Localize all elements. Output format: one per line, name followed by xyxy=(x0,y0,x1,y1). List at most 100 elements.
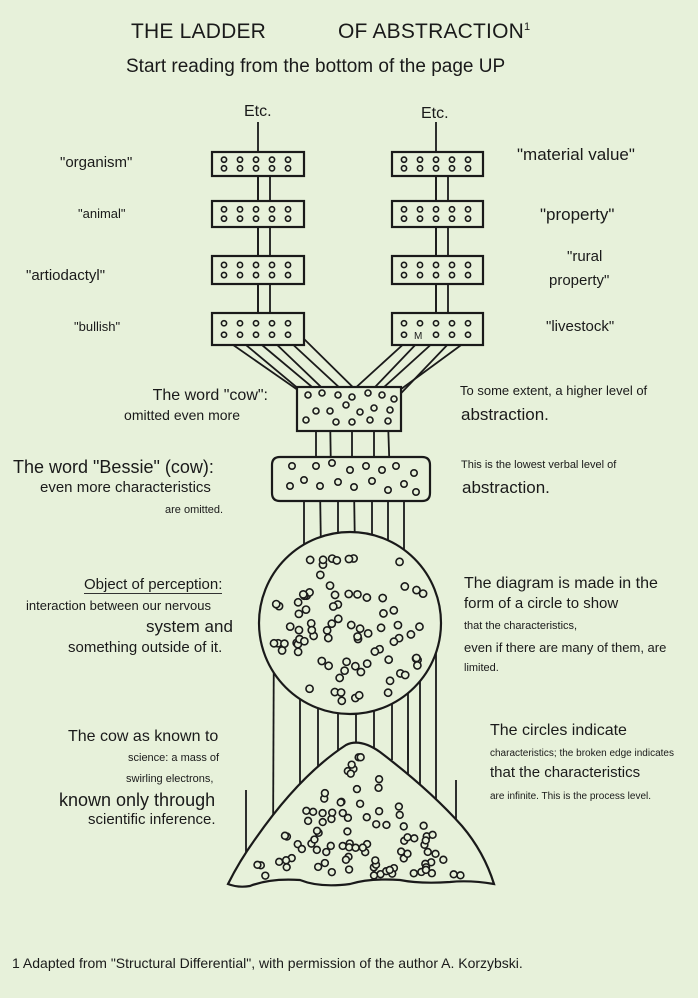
object-dot xyxy=(324,661,334,671)
object-dot xyxy=(330,590,340,600)
object-dot xyxy=(294,625,304,635)
object-dot xyxy=(305,684,314,694)
process-dot xyxy=(358,843,367,852)
rung-dot xyxy=(432,164,440,172)
object-dot xyxy=(285,622,295,632)
process-dot xyxy=(369,871,379,880)
object-dot xyxy=(350,661,360,671)
label-bullish: "bullish" xyxy=(74,319,121,334)
object-dot xyxy=(294,609,304,619)
rung-dot xyxy=(284,156,292,164)
process-dot xyxy=(303,816,313,826)
process-dot xyxy=(274,857,284,867)
process-dot xyxy=(356,753,365,762)
science-line2: science: a mass of xyxy=(128,752,220,764)
rung-dot xyxy=(464,271,472,279)
bessie-dot xyxy=(377,465,386,474)
object-dot xyxy=(412,585,421,595)
right-ladder-rung xyxy=(390,311,485,347)
right-etc-label: Etc. xyxy=(421,105,449,122)
rung-dot xyxy=(220,164,228,172)
process-dot xyxy=(281,856,291,865)
label-artiodactyl: "artiodactyl" xyxy=(26,267,106,284)
process-note-line1: The circles indicate xyxy=(490,722,627,739)
process-dot xyxy=(403,833,412,842)
bessie-dot xyxy=(391,461,400,470)
rung-dot xyxy=(236,271,244,279)
cow-dot xyxy=(378,391,386,399)
cow-dot xyxy=(384,417,392,425)
title-right-text: OF ABSTRACTION xyxy=(338,20,524,43)
object-dot xyxy=(340,666,350,676)
object-dot xyxy=(299,636,309,646)
rung-dot xyxy=(416,215,424,223)
process-dot xyxy=(343,813,353,823)
process-dot xyxy=(312,845,322,855)
bessie-dot xyxy=(367,476,376,485)
process-note-line2: characteristics; the broken edge indicat… xyxy=(490,748,674,759)
characteristic-dots xyxy=(220,156,472,880)
cow-note-line1: To some extent, a higher level of xyxy=(460,383,648,398)
rung-dot xyxy=(464,205,472,213)
object-dot xyxy=(412,661,422,670)
rung-dot xyxy=(236,319,244,327)
cow-dot xyxy=(332,418,340,426)
rung-dot xyxy=(252,319,260,327)
object-line3: system and xyxy=(146,617,233,636)
left-ladder-rung xyxy=(210,150,306,178)
process-dot xyxy=(261,871,270,880)
cow-dot xyxy=(318,389,326,397)
object-dot xyxy=(298,589,308,599)
rung-dot xyxy=(252,261,260,269)
rung-dot xyxy=(400,271,408,279)
object-dot xyxy=(356,667,366,677)
rung-dot xyxy=(252,271,260,279)
object-dot xyxy=(354,690,364,700)
object-dot xyxy=(353,589,362,599)
rung-dot xyxy=(432,156,440,164)
bessie-dot xyxy=(409,468,418,477)
rung-dot xyxy=(400,164,408,172)
object-line4: something outside of it. xyxy=(68,639,223,656)
footnote: 1 Adapted from "Structural Differential"… xyxy=(12,955,523,971)
object-note-line5: limited. xyxy=(464,662,499,674)
bessie-dot xyxy=(361,461,370,470)
rung-dot xyxy=(284,215,292,223)
process-dot xyxy=(394,802,404,811)
process-dot xyxy=(308,807,318,817)
rung-dot xyxy=(236,156,244,164)
cow-dot xyxy=(348,393,356,401)
rung-dot xyxy=(448,215,456,223)
process-dot xyxy=(409,869,418,878)
process-note-line3: that the characteristics xyxy=(490,764,641,781)
title-right: OF ABSTRACTION1 xyxy=(338,20,530,44)
left-ladder-rung xyxy=(210,199,306,229)
cow-dot xyxy=(370,404,378,412)
process-dot xyxy=(421,836,430,845)
rung-dot xyxy=(416,205,424,213)
object-dot xyxy=(400,582,410,591)
object-dot xyxy=(393,620,403,630)
process-dot xyxy=(341,855,351,864)
rung-dot xyxy=(432,205,440,213)
process-dot xyxy=(372,820,381,829)
bessie-dot xyxy=(383,485,392,494)
bessie-word-line2: even more characteristics xyxy=(40,479,211,496)
bessie-word-box xyxy=(270,455,432,503)
rung-dot xyxy=(416,319,424,327)
rung-dot xyxy=(236,331,244,339)
cow-dot xyxy=(312,407,320,415)
rung-dot xyxy=(400,215,408,223)
object-dot xyxy=(418,589,428,598)
label-property: "property" xyxy=(540,205,615,224)
rung-dot xyxy=(284,331,292,339)
rung-dot xyxy=(268,205,276,213)
object-line2: interaction between our nervous xyxy=(26,598,212,613)
object-dot xyxy=(269,638,279,648)
rung-dot xyxy=(220,156,228,164)
subtitle: Start reading from the bottom of the pag… xyxy=(126,56,506,77)
rung-dot xyxy=(464,164,472,172)
right-ladder-rung xyxy=(390,254,485,286)
process-dot xyxy=(421,865,431,875)
rung-dot xyxy=(220,319,228,327)
